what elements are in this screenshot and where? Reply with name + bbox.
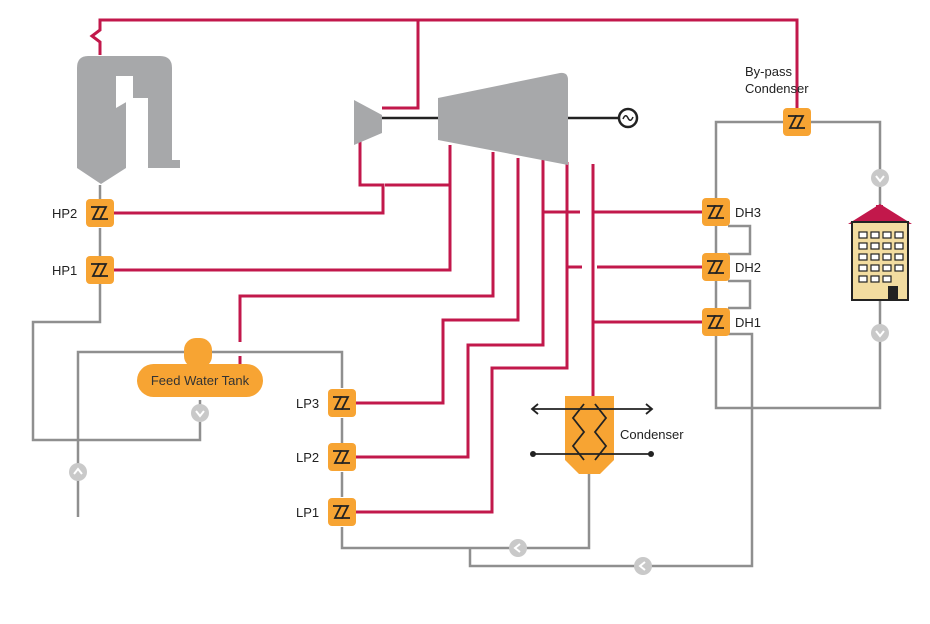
- pumps: [69, 169, 889, 575]
- condensate-pump-icon: [509, 539, 527, 557]
- hp2-label: HP2: [52, 206, 77, 221]
- dh2-heat-exchanger-icon: [702, 253, 730, 281]
- bypass-condenser-heat-exchanger-icon: [783, 108, 811, 136]
- dh-loop-pump-icon: [871, 324, 889, 342]
- lp1-heat-exchanger-icon: [328, 498, 356, 526]
- heat-exchangers: [86, 108, 811, 526]
- boiler-icon: [77, 56, 180, 184]
- building-icon: [848, 204, 912, 301]
- dh3-heat-exchanger-icon: [702, 198, 730, 226]
- condenser-icon: [530, 396, 654, 474]
- lp3-extraction-line: [356, 158, 520, 405]
- condensate-line: [340, 474, 591, 550]
- tank-extraction-line: [238, 152, 495, 342]
- hp2-extraction-line: [114, 135, 385, 215]
- feedwater-pump-icon: [69, 463, 87, 481]
- dh-return-pump-icon: [634, 557, 652, 575]
- generator-icon: [617, 107, 639, 129]
- feed-pump-icon: [191, 404, 209, 422]
- hp2-heat-exchanger-icon: [86, 199, 114, 227]
- steam-lines: [89, 18, 799, 514]
- lp2-label: LP2: [296, 450, 319, 465]
- lp2-heat-exchanger-icon: [328, 443, 356, 471]
- feed-water-tank: [137, 338, 263, 397]
- bypass-condenser-label-line2: Condenser: [745, 81, 809, 96]
- hp-turbine-steam-line: [382, 20, 420, 110]
- hp1-extraction-line-2: [114, 145, 452, 272]
- lp3-heat-exchanger-icon: [328, 389, 356, 417]
- feedwater-line: [31, 284, 202, 442]
- steam-turbine-icon: [438, 72, 568, 165]
- dh-supply-pump-icon: [871, 169, 889, 187]
- feed-water-tank-label: Feed Water Tank: [151, 373, 250, 388]
- dh3-label: DH3: [735, 205, 761, 220]
- lp3-label: LP3: [296, 396, 319, 411]
- dh-return-line: [468, 332, 754, 568]
- lp2-extraction-line: [356, 160, 545, 459]
- condenser-label: Condenser: [620, 427, 684, 442]
- water-lines: [31, 120, 882, 568]
- main-steam-line: [89, 18, 799, 108]
- lp1-extraction-line: [356, 162, 569, 514]
- hp1-heat-exchanger-icon: [86, 256, 114, 284]
- hp-turbine-icon: [354, 100, 382, 145]
- dh1-label: DH1: [735, 315, 761, 330]
- labels: HP2 HP1 Feed Water Tank LP3 LP2 LP1 Cond…: [52, 64, 809, 520]
- dh1-heat-exchanger-icon: [702, 308, 730, 336]
- hp1-label: HP1: [52, 263, 77, 278]
- bypass-condenser-label-line1: By-pass: [745, 64, 792, 79]
- lp1-label: LP1: [296, 505, 319, 520]
- dh2-label: DH2: [735, 260, 761, 275]
